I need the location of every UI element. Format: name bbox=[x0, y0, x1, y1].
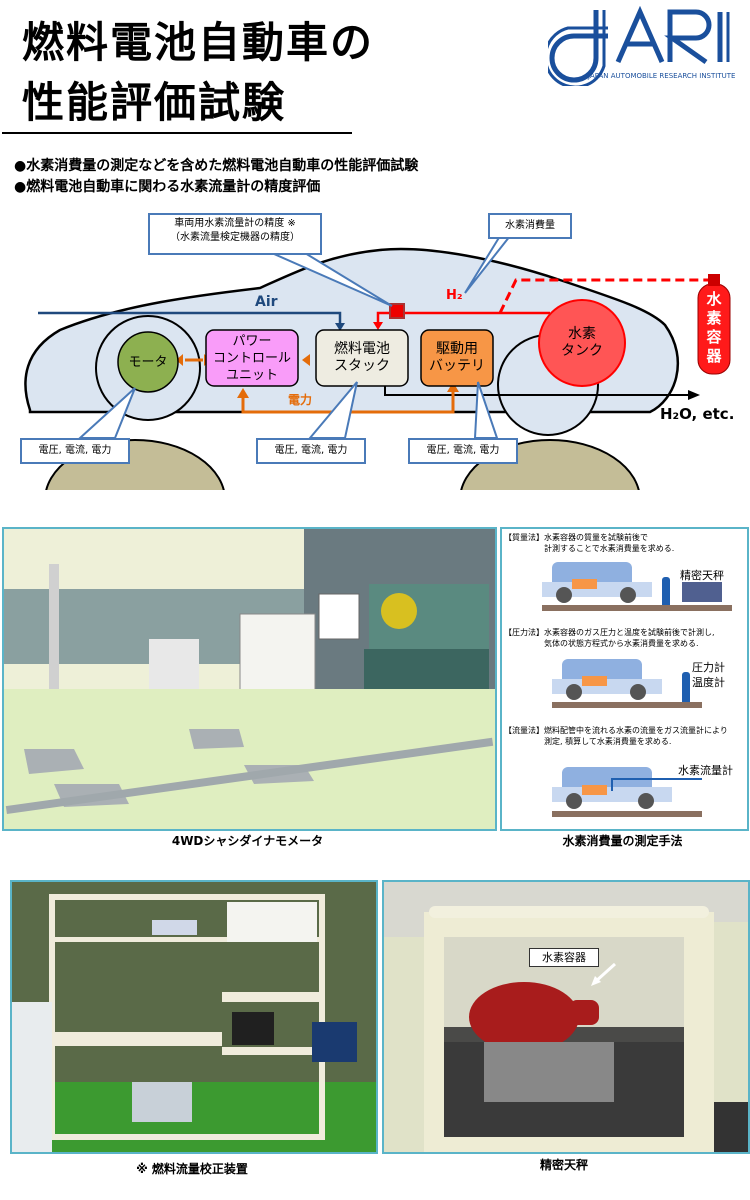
arrow-left-icon bbox=[176, 354, 183, 366]
label-precision-balance: 精密天秤 bbox=[680, 569, 724, 582]
battery-box bbox=[420, 329, 494, 387]
method-pressure-text: 【圧力法】水素容器のガス圧力と温度を試験前後で計測し, 気体の状態方程式から水素… bbox=[504, 627, 715, 649]
diagram-canvas bbox=[24, 235, 731, 490]
external-cylinder-label: 水素容器 bbox=[706, 290, 722, 365]
measure-motor: 電圧, 電流, 電力 bbox=[20, 438, 130, 464]
logo-subtitle: JAPAN AUTOMOBILE RESEARCH INSTITUTE bbox=[588, 72, 736, 80]
stack-to-pcu-arrow-icon bbox=[302, 354, 310, 366]
tag-arrow-icon bbox=[591, 962, 617, 986]
pcu-label-line1: パワー bbox=[232, 333, 272, 349]
external-h2-dashed-line bbox=[498, 278, 712, 314]
methods-panel: 【質量法】水素容器の質量を試験前後で 計測することで水素消費量を求める. 精密天… bbox=[500, 527, 749, 831]
h2-label: H₂ bbox=[446, 288, 463, 303]
tank-label-line1: 水素 bbox=[568, 326, 596, 342]
balance-photo-image bbox=[384, 882, 748, 1152]
jari-logo: JAPAN AUTOMOBILE RESEARCH INSTITUTE bbox=[543, 5, 748, 89]
callout-flowmeter-line2: （水素流量検定機器の精度） bbox=[170, 232, 300, 243]
bullet-item: ●水素消費量の測定などを含めた燃料電池自動車の性能評価試験 bbox=[14, 158, 419, 174]
pcu-label-line3: ユニット bbox=[225, 367, 278, 383]
callout-flowmeter-line1: 車両用水素流量計の精度 ※ bbox=[174, 218, 296, 229]
method-mass-desc1: 水素容器の質量を試験前後で bbox=[544, 533, 648, 542]
dyno-photo bbox=[2, 527, 497, 831]
balance-tag-h2-container: 水素容器 bbox=[529, 948, 599, 967]
page-title-line2: 性能評価試験 bbox=[22, 78, 287, 127]
method-mass-desc2: 計測することで水素消費量を求める. bbox=[544, 544, 675, 553]
method-mass-illustration bbox=[542, 562, 732, 611]
method-flow-desc1: 燃料配管中を流れる水素の流量をガス流量計により bbox=[544, 726, 728, 735]
pcu-label-line2: コントロール bbox=[212, 350, 291, 366]
air-label: Air bbox=[255, 294, 278, 310]
label-h2-flowmeter: 水素流量計 bbox=[678, 764, 733, 777]
battery-label-line1: 駆動用 bbox=[436, 341, 478, 357]
method-pressure-illustration bbox=[552, 659, 702, 708]
jari-logo-icon bbox=[543, 5, 730, 89]
h2-line bbox=[376, 311, 550, 324]
h2o-label: H₂O, etc. bbox=[660, 405, 735, 423]
balance-photo: 水素容器 bbox=[382, 880, 750, 1154]
cylinder-valve bbox=[708, 274, 720, 286]
label-pressure-gauge: 圧力計 bbox=[692, 661, 725, 674]
bullet-list: ●水素消費量の測定などを含めた燃料電池自動車の性能評価試験 ●燃料電池自動車に関… bbox=[14, 156, 418, 198]
dyno-caption: 4WDシャシダイナモメータ bbox=[171, 834, 324, 848]
method-pressure-desc2: 気体の状態方程式から水素消費量を求める. bbox=[544, 639, 699, 648]
method-flow-name: 【流量法】 bbox=[504, 726, 544, 735]
measure-battery: 電圧, 電流, 電力 bbox=[408, 438, 518, 464]
air-arrow-icon bbox=[335, 323, 345, 331]
measure-stack: 電圧, 電流, 電力 bbox=[256, 438, 366, 464]
fcv-diagram: 車両用水素流量計の精度 ※ （水素流量検定機器の精度） 水素消費量 Air H₂… bbox=[0, 200, 750, 490]
calibrator-photo-image bbox=[12, 882, 376, 1152]
calibrator-photo bbox=[10, 880, 378, 1154]
h2-tank-circle bbox=[538, 299, 626, 387]
stack-label-line2: スタック bbox=[334, 358, 390, 374]
power-label: 電力 bbox=[288, 393, 313, 407]
label-thermometer: 温度計 bbox=[692, 676, 725, 689]
method-flow-illustration bbox=[552, 767, 702, 817]
method-flow-desc2: 測定, 積算して水素消費量を求める. bbox=[544, 737, 672, 746]
motor-label: モータ bbox=[128, 354, 168, 370]
battery-label-line2: バッテリ bbox=[429, 358, 485, 374]
tank-label-line2: タンク bbox=[561, 343, 603, 359]
method-flow-text: 【流量法】燃料配管中を流れる水素の流量をガス流量計により 測定, 積算して水素消… bbox=[504, 725, 728, 747]
power-arrow-battery-icon bbox=[447, 382, 459, 392]
balance-caption: 精密天秤 bbox=[539, 1158, 588, 1172]
battery-label: 駆動用 バッテリ bbox=[421, 330, 493, 386]
calibrator-caption: ※ 燃料流量校正装置 bbox=[136, 1162, 248, 1176]
callout-h2-consumption: 水素消費量 bbox=[488, 213, 572, 239]
pcu-box bbox=[205, 329, 299, 387]
air-line bbox=[38, 311, 342, 325]
dyno-photo-image bbox=[4, 529, 495, 829]
power-arrow-pcu-icon bbox=[237, 388, 249, 398]
tank-label: 水素 タンク bbox=[540, 320, 624, 366]
stack-label: 燃料電池 スタック bbox=[316, 330, 408, 386]
method-mass-name: 【質量法】 bbox=[504, 533, 544, 542]
exhaust-arrow-icon bbox=[688, 390, 700, 400]
method-mass-text: 【質量法】水素容器の質量を試験前後で 計測することで水素消費量を求める. bbox=[504, 532, 674, 554]
title-underline bbox=[2, 132, 352, 134]
exhaust-line bbox=[384, 385, 690, 396]
method-pressure-desc1: 水素容器のガス圧力と温度を試験前後で計測し, bbox=[544, 628, 715, 637]
callout-flowmeter-accuracy: 車両用水素流量計の精度 ※ （水素流量検定機器の精度） bbox=[148, 213, 322, 255]
bullet-item: ●燃料電池自動車に関わる水素流量計の精度評価 bbox=[14, 179, 321, 195]
pcu-label: パワー コントロール ユニット bbox=[206, 330, 298, 386]
stack-label-line1: 燃料電池 bbox=[334, 341, 390, 357]
fc-stack-box bbox=[315, 329, 409, 387]
method-pressure-name: 【圧力法】 bbox=[504, 628, 544, 637]
motor-circle bbox=[117, 331, 179, 393]
flowmeter-marker bbox=[389, 303, 405, 319]
h2-arrow-icon bbox=[373, 322, 383, 330]
methods-caption: 水素消費量の測定手法 bbox=[562, 834, 683, 848]
page-title-line1: 燃料電池自動車の bbox=[22, 18, 375, 67]
